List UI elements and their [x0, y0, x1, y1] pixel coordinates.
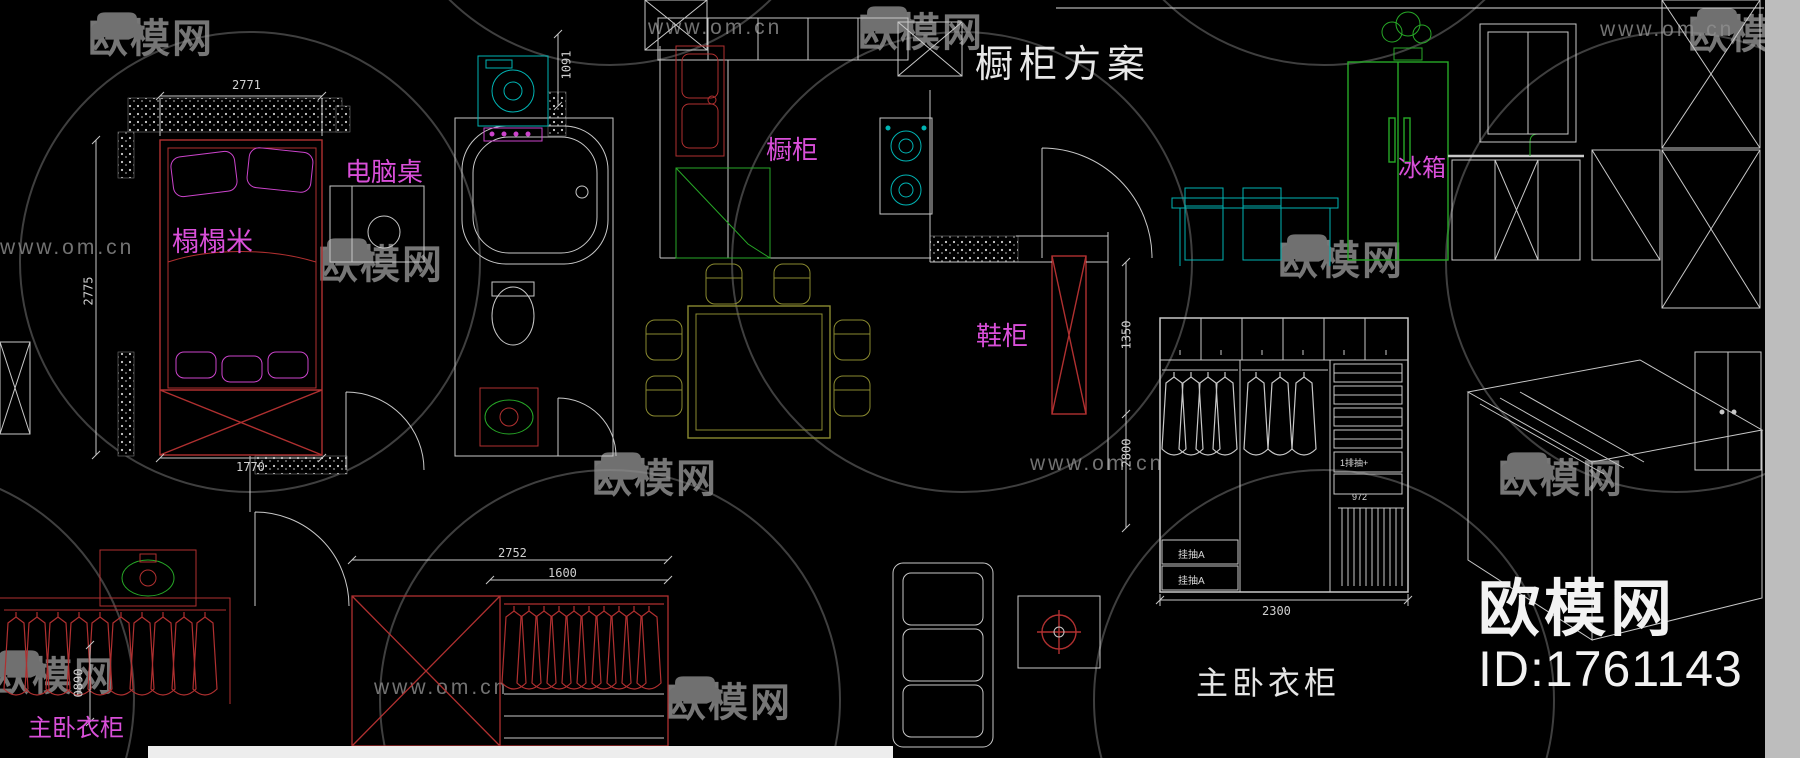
corner-cabinet	[675, 167, 771, 259]
bottom-white-bar	[148, 746, 893, 758]
kitchen	[644, 0, 1108, 262]
sofa-icon	[1500, 452, 1554, 480]
dim-wardrobe-width: 2300	[1262, 604, 1291, 618]
left-radiator	[0, 341, 31, 435]
label-master-wardrobe-closet: 主卧衣柜	[28, 715, 124, 742]
note-row-size: 972	[1352, 492, 1368, 502]
watermark-url: www.om.cn	[1600, 18, 1735, 41]
washer-knobs	[483, 127, 543, 142]
sofa-icon	[668, 676, 722, 704]
stove-burners	[885, 125, 927, 206]
watermark-url: www.om.cn	[0, 236, 135, 259]
entry-door-arc	[1041, 147, 1153, 259]
bathroom-door-arc	[557, 397, 617, 457]
closet-hangers	[0, 597, 231, 704]
computer-desk	[329, 185, 425, 263]
watermark-url: www.om.cn	[648, 16, 783, 39]
watermark-cluster: 欧模网	[318, 232, 444, 290]
note-drawer-b: 挂抽A	[1178, 576, 1205, 587]
wall-cabinets	[1661, 0, 1761, 309]
hall-walls	[930, 147, 1153, 470]
dim-closet-opening: 1600	[548, 566, 577, 580]
watermark-cluster: 欧模网	[88, 6, 214, 64]
watermark-cluster: 欧模网	[1278, 228, 1404, 286]
dim-bath-depth: 1091	[559, 50, 574, 80]
tatami-bed	[159, 139, 323, 456]
watermark-cluster: 欧模网	[666, 670, 792, 728]
bath-sink	[479, 387, 539, 447]
sofa-icon	[90, 12, 144, 40]
label-shoe-cabinet: 鞋柜	[976, 321, 1029, 351]
vanity-sink	[99, 549, 197, 607]
dim-hall-lower: 2800	[1119, 438, 1134, 468]
bedroom-door-arc	[345, 391, 425, 471]
red-wardrobe-shelves	[504, 693, 664, 739]
bathtub	[461, 125, 609, 265]
dim-bed-width: 1770	[236, 460, 265, 474]
shoe-cabinet	[1051, 255, 1087, 415]
sofa-icon	[1280, 234, 1334, 262]
toilet	[491, 281, 535, 346]
dim-bedroom-depth: 2775	[81, 276, 96, 306]
label-computer-desk: 电脑桌	[345, 157, 424, 187]
dimension-lines	[85, 7, 1764, 727]
fridge-plant	[1381, 11, 1432, 61]
label-fridge: 冰箱	[1398, 155, 1446, 182]
bed-pillows	[170, 147, 314, 383]
red-wardrobe-elevation	[351, 595, 669, 747]
walls-hatch	[117, 91, 1019, 475]
dim-closet-depth: 0890	[71, 668, 86, 698]
dim-closet-width: 2752	[498, 546, 527, 560]
note-drawer-a: 挂抽A	[1178, 550, 1205, 561]
wardrobe-elevation	[1159, 317, 1409, 593]
label-kitchen-cabinet: 橱柜	[766, 135, 819, 165]
sofa-icon	[1690, 8, 1744, 36]
cabinet-3d	[1466, 351, 1764, 641]
model-id-badge: ID:1761143	[1478, 641, 1743, 697]
window	[1479, 23, 1577, 143]
dining-elevation	[1171, 187, 1339, 266]
wardrobe-drawers	[1161, 363, 1403, 591]
kitchen-sink	[675, 45, 725, 157]
page-title: 橱柜方案	[975, 44, 1152, 86]
belt-rack	[1338, 507, 1404, 586]
dining-set	[645, 263, 871, 439]
note-row: 1排抽+	[1340, 458, 1369, 468]
bathroom	[454, 117, 617, 457]
washing-machine	[477, 55, 549, 127]
hanging-clothes	[1161, 371, 1317, 456]
coffee-table	[1017, 595, 1101, 669]
counter-elevation	[1448, 0, 1761, 309]
watermark-cluster: 欧模网	[592, 446, 718, 504]
right-gray-strip	[1765, 0, 1800, 758]
fridge	[1347, 11, 1449, 261]
sofa-icon	[320, 238, 374, 266]
watermark-cluster: 欧模网	[1498, 446, 1624, 504]
brand-badge: 欧模网	[1478, 575, 1677, 644]
watermark-cluster: 欧模网	[0, 644, 116, 702]
sofa-plan	[892, 562, 994, 748]
faucet	[1529, 133, 1544, 156]
watermark-url: www.om.cn	[1030, 452, 1165, 475]
label-master-wardrobe: 主卧衣柜	[1196, 665, 1341, 701]
dim-hall-upper: 1350	[1119, 320, 1134, 350]
closet-door-arc	[249, 456, 350, 607]
watermark-url: www.om.cn	[374, 676, 509, 699]
dim-bedroom-width: 2771	[232, 78, 261, 92]
sofa-icon	[860, 6, 914, 34]
tall-cabinet	[1591, 149, 1661, 261]
label-tatami: 榻榻米	[172, 227, 253, 257]
sofa-icon	[0, 650, 46, 678]
sofa-icon	[594, 452, 648, 480]
